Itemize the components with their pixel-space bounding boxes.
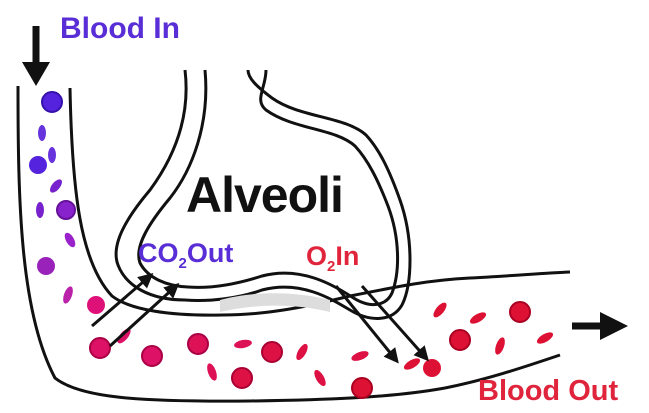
blood-cells <box>29 92 555 398</box>
alveoli-title: Alveoli <box>186 170 343 220</box>
co2-out-label: CO2Out <box>138 240 233 267</box>
o2-tail: In <box>335 241 359 271</box>
blood-cell <box>450 330 470 350</box>
blood-cell <box>90 338 110 358</box>
blood-cell <box>352 378 372 398</box>
blood-cell <box>42 92 62 112</box>
co2-tail: Out <box>187 238 234 268</box>
blood-cell <box>38 125 46 141</box>
blood-cell <box>510 302 530 322</box>
blood-cell <box>233 338 252 349</box>
blood-cell <box>423 359 441 377</box>
blood-cell <box>402 356 422 372</box>
blood-cell <box>37 257 55 275</box>
blood-cell <box>535 330 555 346</box>
blood-cell <box>142 346 162 366</box>
co2-subscript: 2 <box>179 255 187 272</box>
blood-cell <box>431 301 449 320</box>
blood-cell <box>48 177 64 194</box>
blood-cell <box>29 156 47 174</box>
blood-cell <box>87 296 105 314</box>
blood-cell <box>312 368 328 388</box>
blood-in-label: Blood In <box>60 14 180 44</box>
blood-cell <box>48 147 56 163</box>
blood-cell <box>57 201 75 219</box>
blood-cell <box>188 334 208 354</box>
blood-out-label: Blood Out <box>478 377 618 406</box>
co2-main: CO <box>138 238 179 268</box>
blood-cell <box>262 342 282 362</box>
blood-cell <box>205 362 219 382</box>
blood-cell <box>61 285 75 305</box>
blood-cell <box>493 336 507 356</box>
blood-in-arrow <box>22 26 50 86</box>
blood-cell <box>294 342 310 362</box>
o2-main: O <box>306 241 327 271</box>
blood-cell <box>232 368 252 388</box>
blood-out-arrow <box>572 312 628 340</box>
o2-in-label: O2In <box>306 243 359 270</box>
o2-subscript: 2 <box>327 258 335 275</box>
blood-cell <box>36 202 44 218</box>
blood-cell <box>63 231 78 249</box>
blood-cell <box>468 310 488 326</box>
blood-cell <box>350 349 370 363</box>
